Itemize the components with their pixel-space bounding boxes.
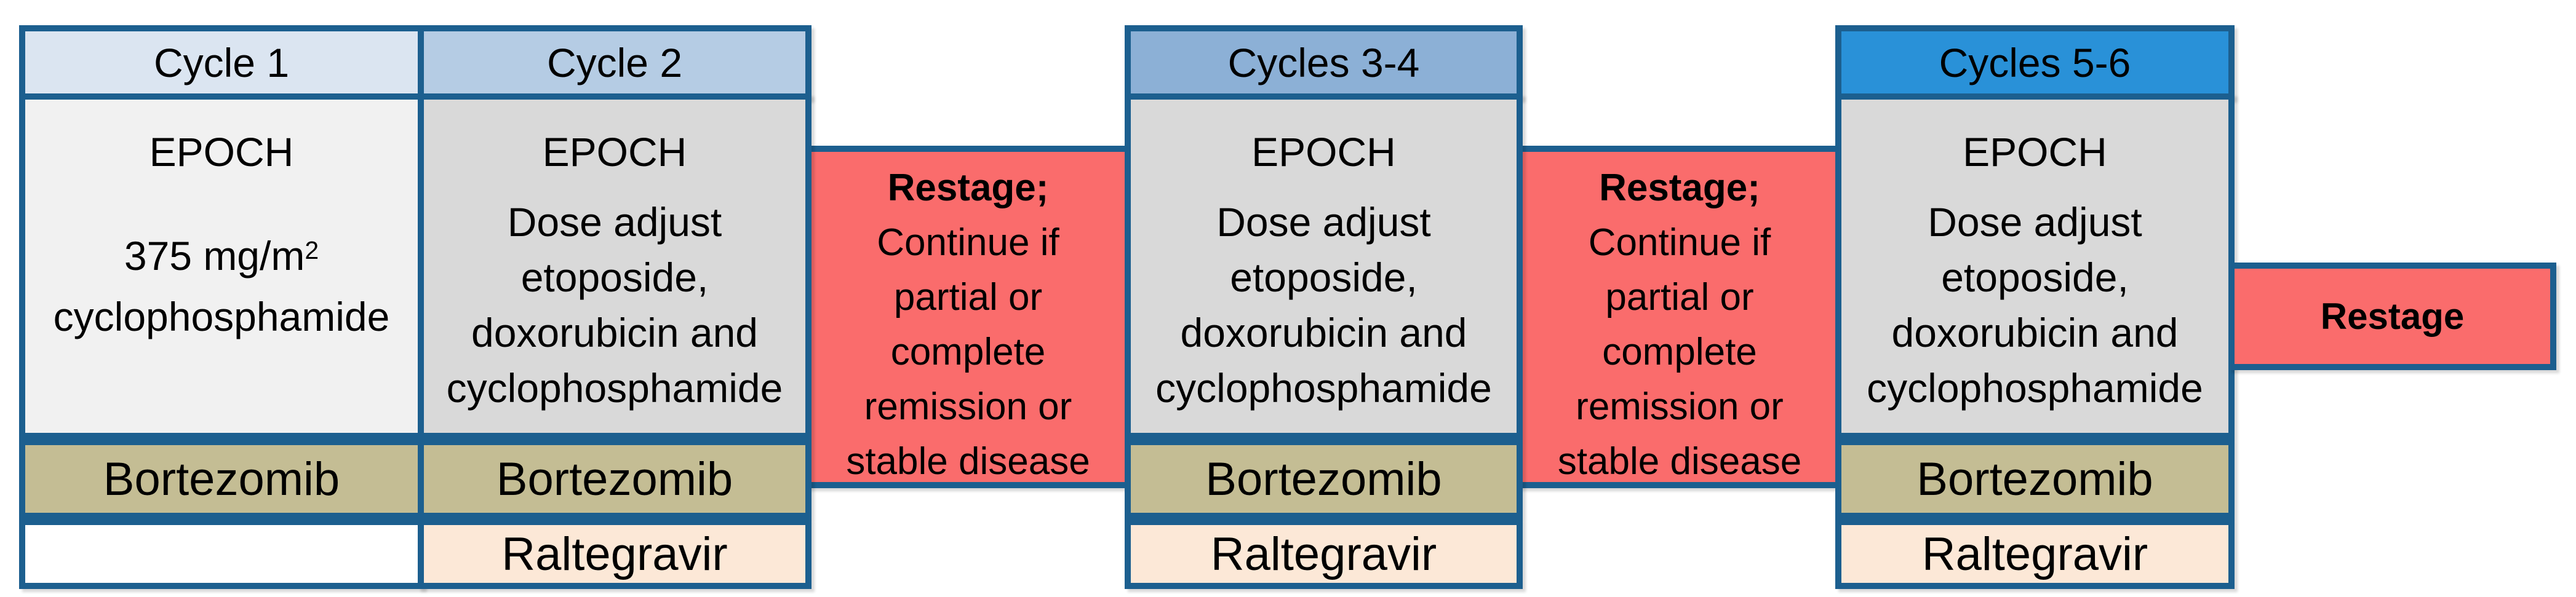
drug-label: Raltegravir [1921, 528, 2148, 580]
regimen-detail: Dose adjust etoposide, doxorubicin and c… [424, 194, 805, 416]
empty-row-cycle-1 [19, 519, 424, 589]
restage-note-line: complete [1602, 331, 1757, 373]
header-label: Cycles 5-6 [1939, 39, 2131, 85]
restage-note-title: Restage; [1599, 167, 1760, 209]
restage-note-2: Restage; Continue if partial or complete… [1517, 146, 1843, 488]
column-cycles-5-6: Cycles 5-6 EPOCH Dose adjust etoposide, … [1835, 25, 2235, 589]
restage-note-line: Continue if [877, 221, 1059, 264]
regimen-detail: Dose adjust etoposide, doxorubicin and c… [1131, 194, 1517, 416]
restage-note-line: complete [890, 331, 1046, 373]
epoch-box-cycle-1: EPOCH 375 mg/m2 cyclophosphamide [19, 93, 424, 439]
raltegravir-row-cycles-3-4: Raltegravir [1125, 519, 1523, 589]
epoch-label: EPOCH [149, 129, 294, 175]
column-cycles-3-4: Cycles 3-4 EPOCH Dose adjust etoposide, … [1125, 25, 1523, 589]
drug-label: Bortezomib [1205, 453, 1442, 505]
regimen-line: etoposide, [520, 255, 709, 300]
epoch-box-cycles-3-4: EPOCH Dose adjust etoposide, doxorubicin… [1125, 93, 1523, 439]
restage-note-line: Continue if [1588, 221, 1771, 264]
regimen-line: doxorubicin and [471, 310, 758, 355]
header-label: Cycles 3-4 [1227, 39, 1420, 85]
drug-label: Bortezomib [1916, 453, 2153, 505]
drug-label: Raltegravir [1210, 528, 1437, 580]
regimen-line: Dose adjust [1216, 199, 1431, 245]
restage-final-label: Restage [2320, 296, 2465, 337]
regimen-line: doxorubicin and [1180, 310, 1467, 355]
regimen-line: cyclophosphamide [1155, 365, 1492, 411]
column-cycle-2: Cycle 2 EPOCH Dose adjust etoposide, dox… [418, 25, 811, 589]
drug-label: Bortezomib [103, 453, 340, 505]
regimen-line: etoposide, [1230, 255, 1418, 300]
restage-note-title: Restage; [887, 167, 1049, 209]
header-cycles-3-4: Cycles 3-4 [1125, 25, 1523, 100]
restage-note-1: Restage; Continue if partial or complete… [805, 146, 1131, 488]
raltegravir-row-cycles-5-6: Raltegravir [1835, 519, 2235, 589]
restage-note-line: remission or [1576, 385, 1784, 428]
epoch-label: EPOCH [1251, 129, 1396, 175]
regimen-line: cyclophosphamide [1867, 365, 2203, 411]
regimen-line: cyclophosphamide [446, 365, 783, 411]
bortezomib-row-cycle-2: Bortezomib [418, 439, 811, 519]
restage-note-line: remission or [864, 385, 1072, 428]
drug-label: Raltegravir [501, 528, 728, 580]
epoch-box-cycles-5-6: EPOCH Dose adjust etoposide, doxorubicin… [1835, 93, 2235, 439]
epoch-label: EPOCH [1963, 129, 2107, 175]
epoch-label: EPOCH [542, 129, 687, 175]
regimen-line: etoposide, [1941, 255, 2129, 300]
regimen-detail: 375 mg/m2 cyclophosphamide [25, 228, 418, 344]
epoch-box-cycle-2: EPOCH Dose adjust etoposide, doxorubicin… [418, 93, 811, 439]
restage-note-line: stable disease [1557, 440, 1802, 483]
header-cycles-5-6: Cycles 5-6 [1835, 25, 2235, 100]
raltegravir-row-cycle-2: Raltegravir [418, 519, 811, 589]
header-cycle-2: Cycle 2 [418, 25, 811, 100]
regimen-line: Dose adjust [507, 199, 722, 245]
regimen-line: Dose adjust [1928, 199, 2142, 245]
header-cycle-1: Cycle 1 [19, 25, 424, 100]
dose-superscript: 2 [305, 235, 319, 264]
drug-label: Bortezomib [496, 453, 733, 505]
restage-note-line: partial or [893, 276, 1043, 318]
dose-line: 375 mg/m2 [25, 228, 418, 289]
bortezomib-row-cycle-1: Bortezomib [19, 439, 424, 519]
regimen-detail: Dose adjust etoposide, doxorubicin and c… [1841, 194, 2228, 416]
column-cycle-1: Cycle 1 EPOCH 375 mg/m2 cyclophosphamide… [19, 25, 424, 589]
restage-final-box: Restage [2228, 263, 2556, 370]
restage-note-line: partial or [1605, 276, 1754, 318]
bortezomib-row-cycles-5-6: Bortezomib [1835, 439, 2235, 519]
regimen-line: doxorubicin and [1891, 310, 2179, 355]
restage-note-line: stable disease [846, 440, 1090, 483]
header-label: Cycle 1 [153, 39, 290, 85]
dose-value: 375 mg/m [124, 233, 305, 279]
dose-drug-line: cyclophosphamide [53, 294, 390, 339]
header-label: Cycle 2 [546, 39, 683, 85]
bortezomib-row-cycles-3-4: Bortezomib [1125, 439, 1523, 519]
